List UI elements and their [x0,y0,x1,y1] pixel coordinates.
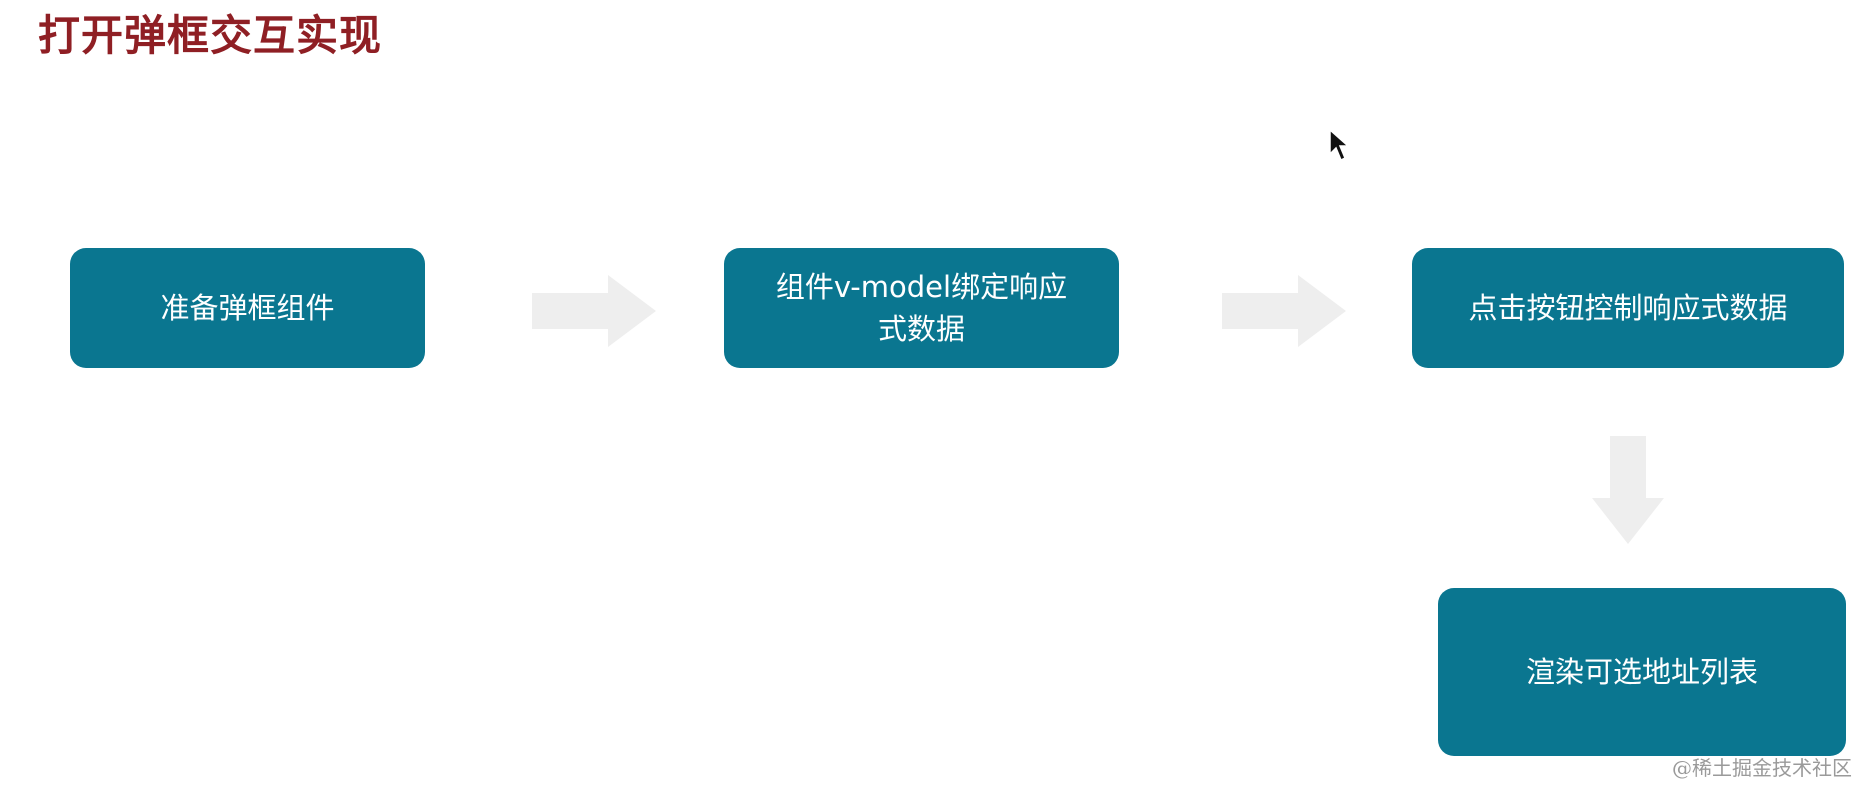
flow-node-v-model-binding[interactable]: 组件v-model绑定响应 式数据 [724,248,1119,368]
node-label: 渲染可选地址列表 [1525,655,1758,689]
node-label-line: 式数据 [877,312,965,346]
node-label: 点击按钮控制响应式数据 [1468,291,1788,325]
page-title: 打开弹框交互实现 [38,11,383,60]
flow-node-render-address-list[interactable]: 渲染可选地址列表 [1438,588,1846,756]
flow-node-prepare-dialog[interactable]: 准备弹框组件 [70,248,425,368]
flow-node-button-control[interactable]: 点击按钮控制响应式数据 [1412,248,1844,368]
right-arrow-icon [1222,275,1346,347]
watermark: @稀土掘金技术社区 [1672,756,1852,780]
node-label-line: 组件v-model绑定响应 [775,270,1068,304]
right-arrow-icon [532,275,656,347]
node-label: 准备弹框组件 [160,291,335,325]
mouse-cursor-icon [1329,128,1350,162]
node-label-group: 组件v-model绑定响应 式数据 [776,266,1067,350]
down-arrow-icon [1592,436,1664,544]
